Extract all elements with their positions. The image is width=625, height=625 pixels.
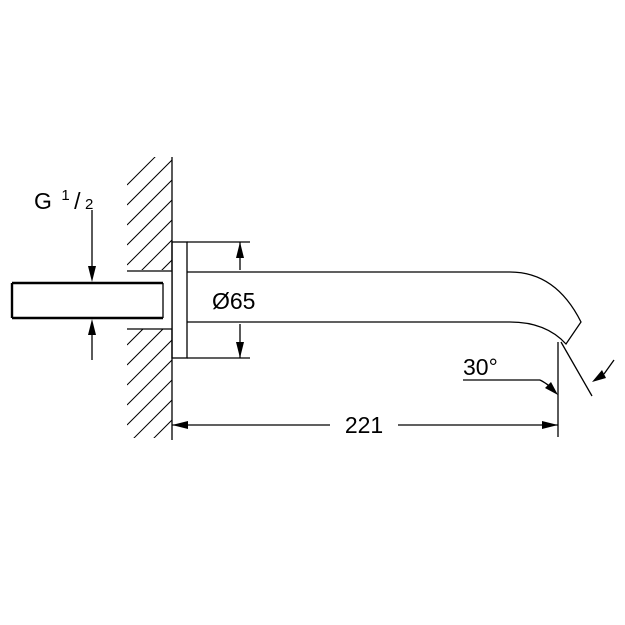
wall-rosette	[171, 241, 188, 359]
thread-slash: /	[74, 188, 81, 214]
diameter-dimension: Ø65	[187, 241, 255, 359]
spout-body	[187, 271, 582, 346]
diameter-label: Ø65	[212, 288, 255, 314]
thread-denominator: 2	[85, 196, 93, 213]
thread-numerator: 1	[61, 187, 69, 204]
length-dimension: 221	[172, 412, 558, 438]
connection-pipe	[10, 270, 172, 330]
angle-dimension: 30°	[463, 341, 615, 437]
thread-size-label: G 1 / 2	[34, 187, 93, 214]
angle-label: 30°	[463, 354, 498, 380]
wall-opening	[127, 270, 172, 329]
length-label: 221	[345, 412, 383, 438]
thread-dimension: G 1 / 2	[34, 187, 96, 360]
thread-prefix: G	[34, 188, 52, 214]
